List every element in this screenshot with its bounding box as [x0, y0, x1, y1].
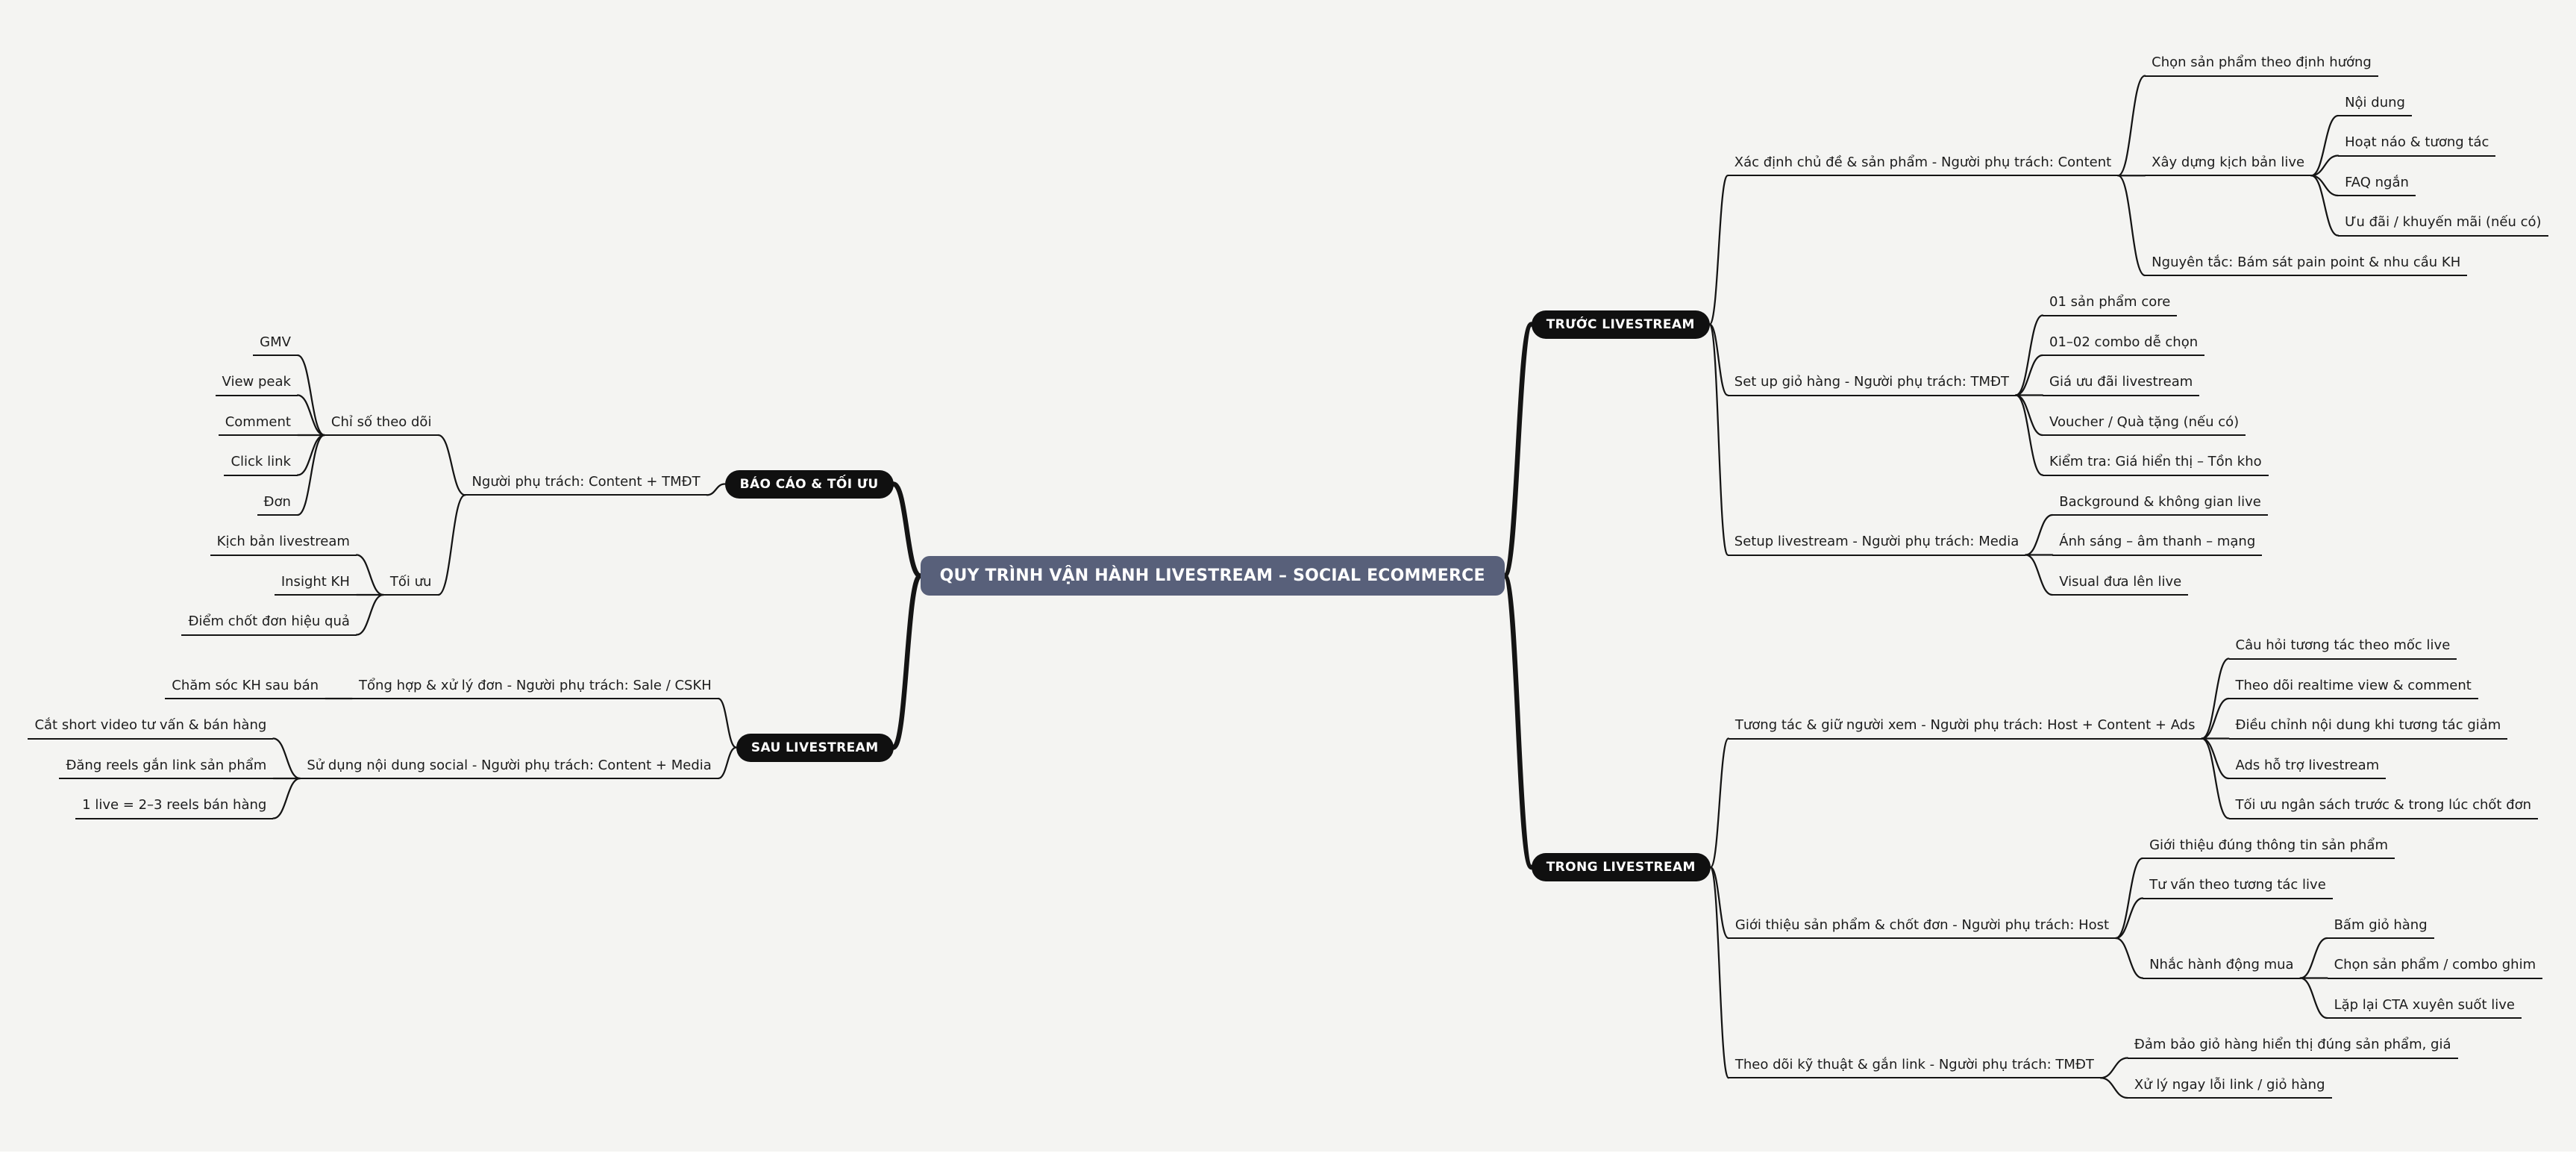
- mindmap-topic[interactable]: Chỉ số theo dõi: [324, 413, 439, 436]
- branch-bao-cao-toi-uu: BÁO CÁO & TỐI ƯU Người phụ trách: Conten…: [181, 333, 894, 636]
- branch-sau-livestream: SAU LIVESTREAM Tổng hợp & xử lý đơn - Ng…: [28, 676, 894, 819]
- central-topic[interactable]: QUY TRÌNH VẬN HÀNH LIVESTREAM – SOCIAL E…: [920, 556, 1505, 596]
- branch-pill-bao-cao-toi-uu[interactable]: BÁO CÁO & TỐI ƯU: [724, 469, 894, 499]
- mindmap-topic[interactable]: Setup livestream - Người phụ trách: Medi…: [1727, 532, 2026, 556]
- mindmap-topic[interactable]: Ưu đãi / khuyến mãi (nếu có): [2338, 213, 2548, 237]
- mindmap-topic[interactable]: Tư vấn theo tương tác live: [2143, 875, 2333, 899]
- mindmap-topic[interactable]: Theo dõi kỹ thuật & gắn link - Người phụ…: [1728, 1055, 2101, 1079]
- mindmap-topic[interactable]: Set up giỏ hàng - Người phụ trách: TMĐT: [1727, 372, 2016, 396]
- branch-truoc-livestream: TRƯỚC LIVESTREAM Xác định chủ đề & sản p…: [1531, 53, 2548, 596]
- mindmap-topic[interactable]: Tối ưu: [383, 572, 439, 596]
- mindmap-topic[interactable]: Lặp lại CTA xuyên suốt live: [2327, 996, 2522, 1019]
- mindmap-topic[interactable]: Insight KH: [274, 572, 357, 596]
- mindmap-topic[interactable]: 01 sản phẩm core: [2043, 293, 2178, 316]
- mindmap-topic[interactable]: Voucher / Quà tặng (nếu có): [2043, 413, 2246, 436]
- mindmap-topic[interactable]: Đơn: [257, 493, 298, 516]
- mindmap-topic[interactable]: Điều chỉnh nội dung khi tương tác giảm: [2228, 716, 2508, 740]
- branch-pill-truoc-livestream[interactable]: TRƯỚC LIVESTREAM: [1531, 310, 1710, 339]
- mindmap-topic[interactable]: Tối ưu ngân sách trước & trong lúc chốt …: [2228, 796, 2539, 819]
- branch-trong-livestream: TRONG LIVESTREAM Tương tác & giữ người x…: [1531, 636, 2543, 1099]
- mindmap-topic[interactable]: Ads hỗ trợ livestream: [2228, 756, 2387, 779]
- left-branch-group: BÁO CÁO & TỐI ƯU Người phụ trách: Conten…: [28, 333, 894, 819]
- mindmap-topic[interactable]: Sử dụng nội dung social - Người phụ trác…: [300, 756, 718, 779]
- mindmap-topic[interactable]: Hoạt náo & tương tác: [2338, 133, 2496, 157]
- mindmap-topic[interactable]: Đảm bảo giỏ hàng hiển thị đúng sản phẩm,…: [2127, 1035, 2458, 1059]
- mindmap-topic[interactable]: Nội dung: [2338, 93, 2412, 116]
- mindmap-topic[interactable]: Kiểm tra: Giá hiển thị – Tồn kho: [2043, 452, 2269, 476]
- mindmap-topic[interactable]: Chọn sản phẩm / combo ghim: [2327, 955, 2543, 979]
- mindmap-topic[interactable]: Kịch bản livestream: [210, 532, 357, 556]
- mindmap-topic[interactable]: Tổng hợp & xử lý đơn - Người phụ trách: …: [352, 676, 718, 699]
- mindmap-topic[interactable]: Nguyên tắc: Bám sát pain point & nhu cầu…: [2145, 253, 2468, 276]
- mindmap-topic[interactable]: Theo dõi realtime view & comment: [2228, 676, 2478, 699]
- mindmap-topic[interactable]: Giá ưu đãi livestream: [2043, 372, 2200, 396]
- mindmap-topic[interactable]: Giới thiệu đúng thông tin sản phẩm: [2143, 836, 2395, 859]
- mindmap-topic[interactable]: Tương tác & giữ người xem - Người phụ tr…: [1728, 716, 2202, 740]
- mindmap-topic[interactable]: Background & không gian live: [2052, 493, 2268, 516]
- mindmap-topic[interactable]: Người phụ trách: Content + TMĐT: [465, 472, 707, 496]
- mindmap-topic[interactable]: Click link: [224, 452, 298, 476]
- mindmap-topic[interactable]: Bấm giỏ hàng: [2327, 916, 2434, 939]
- branch-pill-sau-livestream[interactable]: SAU LIVESTREAM: [736, 733, 894, 762]
- mindmap-topic[interactable]: Xác định chủ đề & sản phẩm - Người phụ t…: [1727, 153, 2119, 177]
- mindmap-topic[interactable]: Cắt short video tư vấn & bán hàng: [28, 716, 274, 740]
- mindmap-topic[interactable]: Chọn sản phẩm theo định hướng: [2145, 53, 2378, 77]
- mindmap-topic[interactable]: GMV: [253, 333, 298, 356]
- mindmap-topic[interactable]: Chăm sóc KH sau bán: [165, 676, 326, 699]
- mindmap-topic[interactable]: Xây dựng kịch bản live: [2145, 153, 2312, 177]
- branch-pill-trong-livestream[interactable]: TRONG LIVESTREAM: [1531, 853, 1711, 881]
- mindmap-topic[interactable]: Nhắc hành động mua: [2143, 955, 2301, 979]
- mindmap-topic[interactable]: Câu hỏi tương tác theo mốc live: [2228, 636, 2457, 660]
- mindmap-topic[interactable]: Giới thiệu sản phẩm & chốt đơn - Người p…: [1728, 916, 2116, 939]
- mindmap-topic[interactable]: Comment: [218, 413, 298, 436]
- mindmap-topic[interactable]: Ánh sáng – âm thanh – mạng: [2052, 532, 2263, 556]
- app-bottom-strip: [0, 1152, 2576, 1168]
- mindmap-topic[interactable]: View peak: [215, 372, 298, 396]
- mindmap-topic[interactable]: Đăng reels gắn link sản phẩm: [59, 756, 274, 779]
- mindmap-topic[interactable]: Điểm chốt đơn hiệu quả: [181, 612, 357, 636]
- mindmap-topic[interactable]: Xử lý ngay lỗi link / giỏ hàng: [2127, 1075, 2332, 1099]
- right-branch-group: TRƯỚC LIVESTREAM Xác định chủ đề & sản p…: [1531, 53, 2548, 1099]
- mindmap-topic[interactable]: 1 live = 2–3 reels bán hàng: [75, 796, 274, 819]
- mindmap-topic[interactable]: FAQ ngắn: [2338, 173, 2416, 196]
- mindmap-topic[interactable]: Visual đưa lên live: [2052, 572, 2189, 596]
- mindmap-topic[interactable]: 01–02 combo dễ chọn: [2043, 333, 2205, 356]
